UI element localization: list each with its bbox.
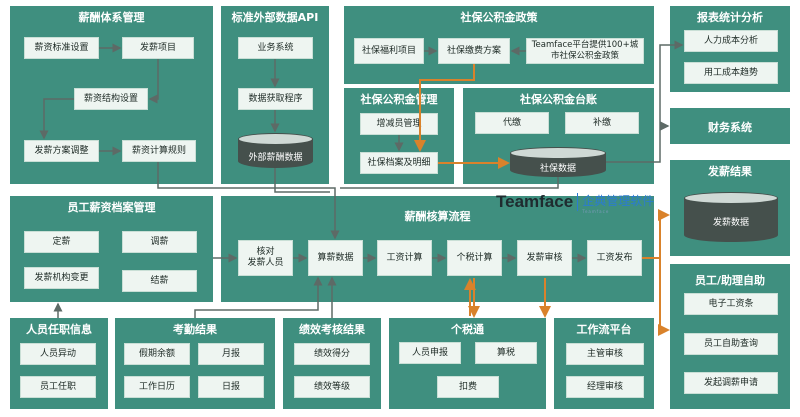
finance-panel: 财务系统 — [670, 108, 790, 144]
node-work-calendar[interactable]: 工作日历 — [124, 376, 190, 398]
brand-name: Teamface — [496, 192, 574, 211]
workflow-title: 工作流平台 — [576, 323, 632, 336]
social-ledger-title: 社保公积金台账 — [520, 93, 597, 106]
social-mgmt-title: 社保公积金管理 — [360, 93, 438, 106]
arrow-attendance-to-calc — [194, 276, 323, 318]
node-calc-data[interactable]: 算薪数据 — [308, 240, 363, 276]
api-title: 标准外部数据API — [231, 11, 319, 24]
db-social-data: 社保数据 — [510, 147, 606, 177]
employee-files-title: 员工薪资档案管理 — [67, 201, 156, 214]
node-staff-change[interactable]: 增减员管理 — [360, 113, 438, 135]
node-raise-request[interactable]: 发起调薪申请 — [684, 372, 778, 394]
payroll-flow-title: 薪酬核算流程 — [404, 210, 471, 223]
finance-title: 财务系统 — [708, 121, 752, 134]
hr-info-title: 人员任职信息 — [26, 323, 92, 336]
node-salary-calc-rules[interactable]: 薪资计算规则 — [122, 140, 196, 162]
node-adjust-salary[interactable]: 调薪 — [122, 231, 197, 253]
db-pay-data-label: 发薪数据 — [712, 218, 749, 228]
self-service-title: 员工/助理自助 — [694, 274, 766, 287]
reports-title: 报表统计分析 — [697, 11, 763, 24]
node-welfare-items[interactable]: 社保福利项目 — [354, 38, 424, 64]
tax-title: 个税通 — [451, 323, 484, 336]
node-e-payslip[interactable]: 电子工资条 — [684, 293, 778, 315]
arrow-socialdb-to-calc — [340, 177, 559, 189]
arrow-plan-to-records — [414, 64, 475, 152]
node-data-fetcher[interactable]: 数据获取程序 — [238, 88, 313, 110]
node-calc-tax[interactable]: 算税 — [475, 342, 537, 364]
social-policy-title: 社保公积金政策 — [460, 11, 538, 24]
node-employee-post[interactable]: 员工任职 — [20, 376, 96, 398]
node-pay-review[interactable]: 发薪审核 — [517, 240, 572, 276]
node-perf-grade[interactable]: 绩效等级 — [294, 376, 370, 398]
node-wage-release[interactable]: 工资发布 — [587, 240, 642, 276]
brand-logo: Teamface 企典管理软件 Teamface — [496, 190, 654, 214]
node-business-system[interactable]: 业务系统 — [238, 37, 313, 59]
node-back-pay[interactable]: 补缴 — [565, 112, 639, 134]
arrow-rules-to-calc — [157, 162, 340, 240]
node-salary-standard[interactable]: 薪资标准设置 — [24, 37, 99, 59]
db-external-salary-label: 外部薪酬数据 — [248, 153, 303, 163]
db-pay-data: 发薪数据 — [684, 192, 778, 242]
node-pay-items[interactable]: 发薪项目 — [122, 37, 194, 59]
node-social-records[interactable]: 社保档案及明细 — [360, 152, 438, 174]
arrow-apidb-to-calc — [274, 168, 330, 193]
node-deduct-fee[interactable]: 扣费 — [437, 376, 499, 398]
brand-text: 企典管理软件 Teamface — [582, 190, 654, 214]
node-pay-plan-adjust[interactable]: 发薪方案调整 — [24, 140, 99, 162]
node-labor-cost-trend[interactable]: 用工成本趋势 — [684, 62, 778, 84]
node-staff-transfer[interactable]: 人员异动 — [20, 343, 96, 365]
node-daily-report[interactable]: 日报 — [198, 376, 264, 398]
brand-separator — [577, 193, 579, 211]
performance-title: 绩效考核结果 — [299, 323, 365, 336]
arrow-socialdb-to-reports — [606, 40, 684, 163]
node-monthly-report[interactable]: 月报 — [198, 343, 264, 365]
attendance-title: 考勤结果 — [173, 323, 217, 336]
node-org-change[interactable]: 发薪机构变更 — [24, 267, 99, 289]
node-pay-on-behalf[interactable]: 代缴 — [475, 112, 549, 134]
node-perf-score[interactable]: 绩效得分 — [294, 343, 370, 365]
db-external-salary: 外部薪酬数据 — [238, 133, 313, 168]
node-person-declare[interactable]: 人员申报 — [399, 342, 461, 364]
salary-system-title: 薪酬体系管理 — [78, 11, 145, 24]
arrow-items-to-structure — [148, 59, 159, 104]
node-contribution-plan[interactable]: 社保缴费方案 — [438, 38, 510, 64]
arrow-release-to-selfservice — [642, 257, 670, 336]
node-set-salary[interactable]: 定薪 — [24, 231, 99, 253]
node-leave-balance[interactable]: 假期余额 — [124, 343, 190, 365]
node-self-query[interactable]: 员工自助查询 — [684, 333, 778, 355]
node-wage-calc[interactable]: 工资计算 — [377, 240, 432, 276]
payroll-flow-panel: 薪酬核算流程 — [221, 196, 654, 302]
brand-small-text: Teamface — [582, 209, 610, 214]
node-city-policies[interactable]: Teamface平台提供100+城 市社保公积金政策 — [526, 38, 644, 64]
pay-result-title: 发薪结果 — [708, 165, 752, 178]
node-hr-cost-analysis[interactable]: 人力成本分析 — [684, 30, 778, 52]
node-salary-structure[interactable]: 薪资结构设置 — [74, 88, 148, 110]
node-check-payees[interactable]: 核对 发薪人员 — [238, 240, 293, 276]
brand-subtitle: 企典管理软件 — [582, 194, 655, 208]
node-manager-review[interactable]: 经理审核 — [566, 376, 644, 398]
arrow-release-to-payresult — [658, 209, 670, 258]
node-tax-calc[interactable]: 个税计算 — [447, 240, 502, 276]
db-social-data-label: 社保数据 — [539, 164, 576, 174]
node-settle-salary[interactable]: 结薪 — [122, 270, 197, 292]
node-supervisor-review[interactable]: 主管审核 — [566, 343, 644, 365]
arrow-structure-to-adjust — [39, 98, 74, 140]
